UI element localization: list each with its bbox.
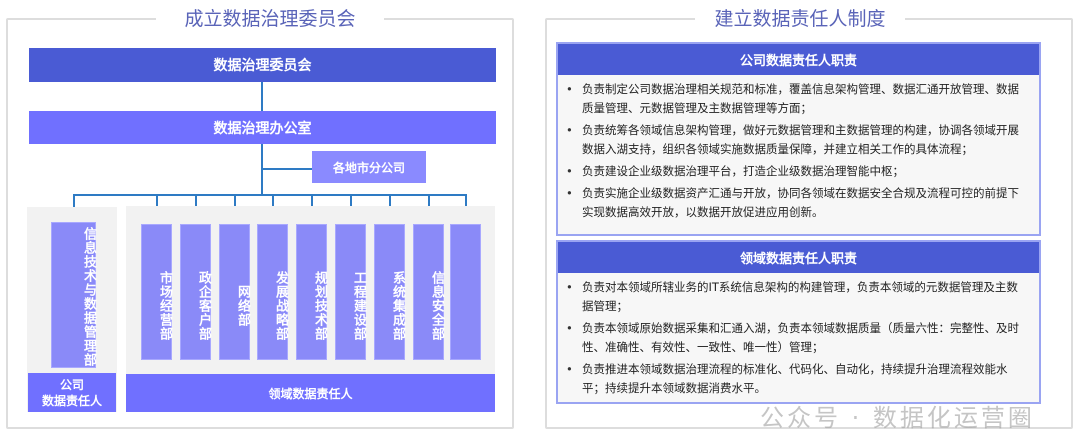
duty-item: 负责统筹各领域信息架构管理，做好元数据管理和主数据管理的构建，协调各领域开展数据… — [566, 121, 1021, 159]
domain-dept-box: 市场经营部 — [141, 224, 172, 360]
connector — [350, 194, 352, 207]
committee-box: 数据治理委员会 — [29, 48, 496, 82]
domain-dept-box — [450, 224, 481, 360]
connector — [311, 194, 313, 207]
domain-dept-box: 发展战略部 — [257, 224, 288, 360]
connector — [73, 194, 466, 196]
connector — [234, 194, 236, 207]
connector — [428, 194, 430, 207]
company-dept-box: 信息技术与数据管理部 — [51, 222, 96, 368]
connector — [261, 144, 263, 196]
domain-dept-box: 信息安全部 — [413, 224, 444, 360]
card-header: 领域数据责任人职责 — [558, 242, 1039, 273]
branch-box: 各地市分公司 — [312, 151, 426, 183]
duty-item: 负责推进本领域数据治理流程的标准化、代码化、自动化，持续提升治理流程效能水平；持… — [566, 360, 1021, 398]
connector — [261, 168, 312, 170]
connector — [195, 194, 197, 207]
domain-dept-box: 规划技术部 — [296, 224, 327, 360]
domain-duties-card: 领域数据责任人职责 负责对本领域所辖业务的IT系统信息架构的构建管理，负责本领域… — [556, 240, 1041, 404]
left-panel-title: 成立数据治理委员会 — [156, 6, 384, 32]
duty-item: 负责制定公司数据治理相关规范和标准，覆盖信息架构管理、数据汇通开放管理、数据质量… — [566, 80, 1021, 118]
watermark: 公众号 · 数据化运营圈 — [760, 404, 1035, 432]
card-header: 公司数据责任人职责 — [558, 44, 1039, 75]
domain-dept-box: 工程建设部 — [335, 224, 366, 360]
duty-item: 负责实施企业级数据资产汇通与开放，协同各领域在数据安全合规及流程可控的前提下实现… — [566, 184, 1021, 222]
connector — [272, 194, 274, 207]
company-duties-card: 公司数据责任人职责 负责制定公司数据治理相关规范和标准，覆盖信息架构管理、数据汇… — [556, 42, 1041, 236]
connector — [156, 194, 158, 207]
domain-dept-box: 系统集成部 — [374, 224, 405, 360]
connector — [261, 82, 263, 111]
company-owner-label: 公司 数据责任人 — [28, 373, 116, 412]
duty-item: 负责对本领域所辖业务的IT系统信息架构的构建管理，负责本领域的元数据管理及主数据… — [566, 278, 1021, 316]
connector — [389, 194, 391, 207]
domain-dept-box: 网络部 — [219, 224, 250, 360]
domain-dept-box: 政企客户部 — [180, 224, 211, 360]
domain-owner-label: 领域数据责任人 — [126, 374, 495, 412]
duty-item: 负责建设企业级数据治理平台，打造企业级数据治理智能中枢； — [566, 162, 1021, 181]
right-panel-title: 建立数据责任人制度 — [695, 6, 905, 32]
office-box: 数据治理办公室 — [29, 111, 496, 144]
duty-item: 负责本领域原始数据采集和汇通入湖，负责本领域数据质量（质量六性：完整性、及时性、… — [566, 319, 1021, 357]
connector — [465, 194, 467, 207]
connector — [73, 194, 75, 207]
